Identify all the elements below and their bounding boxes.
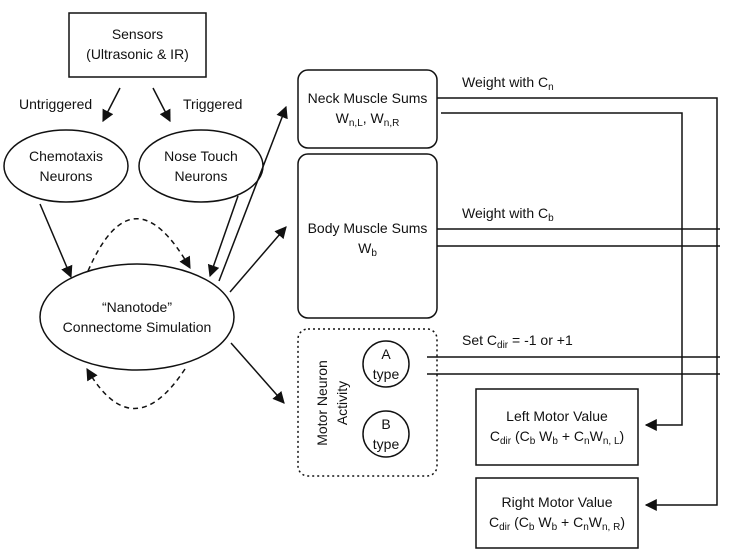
arrow-nanotode-to-neck (218, 105, 288, 282)
nose-touch-label: Nose Touch Neurons (149, 146, 253, 186)
a-type-node (362, 340, 410, 388)
arrow-sensors-to-chemotaxis (102, 87, 121, 123)
motor-neuron-activity-group (297, 328, 438, 477)
wire-neck-upper-to-right-motor (437, 97, 718, 511)
a-type-label: A type (361, 344, 411, 384)
neck-muscle-title: Neck Muscle Sums (307, 90, 428, 106)
b-type-label: B type (361, 414, 411, 454)
nanotode-line1: “Nanotode” (101, 299, 173, 315)
neck-muscle-label: Neck Muscle Sums Wn,L, Wn,R (298, 88, 437, 134)
b-type-node (362, 410, 410, 458)
body-muscle-title: Body Muscle Sums (307, 220, 428, 236)
neck-muscle-sums-box (297, 69, 438, 149)
right-motor-value-box (475, 477, 639, 549)
nanotode-label: “Nanotode” Connectome Simulation (50, 297, 224, 337)
nanotode-simulation-node (39, 263, 235, 371)
neck-muscle-formula: Wn,L, Wn,R (335, 110, 400, 129)
untriggered-label: Untriggered (19, 96, 93, 112)
body-muscle-sums-box (297, 153, 438, 319)
body-muscle-formula: Wb (358, 240, 377, 259)
left-motor-value-box (475, 388, 639, 466)
right-motor-label: Right Motor Value Cdir (Cb Wb + CnWn, R) (476, 492, 638, 538)
arrow-nanotode-to-motor-activity (230, 342, 285, 404)
nose-touch-line1: Nose Touch (164, 148, 238, 164)
motor-neuron-activity-label: Motor Neuron Activity (312, 343, 352, 463)
right-motor-formula: Cdir (Cb Wb + CnWn, R) (488, 514, 626, 533)
chemotaxis-line1: Chemotaxis (29, 148, 103, 164)
left-motor-title: Left Motor Value (506, 408, 608, 424)
dashed-loop-bottom (86, 367, 186, 410)
triggered-label: Triggered (183, 96, 243, 112)
b-type-line1: B (381, 416, 391, 432)
a-type-line1: A (381, 346, 391, 362)
weight-cb-label: Weight with Cb (462, 205, 554, 224)
b-type-line2: type (372, 436, 400, 452)
body-muscle-label: Body Muscle Sums Wb (298, 218, 437, 264)
dashed-loop-top (87, 218, 191, 272)
nanotode-line2: Connectome Simulation (62, 319, 212, 335)
arrow-sensors-to-nose-touch (152, 87, 171, 123)
arrow-nose-touch-to-nanotode (207, 195, 239, 278)
sensors-box (68, 12, 207, 78)
a-type-line2: type (372, 366, 400, 382)
set-cdir-label: Set Cdir = -1 or +1 (462, 332, 573, 351)
motor-neuron-activity-line1: Motor Neuron (314, 360, 330, 446)
weight-cn-label: Weight with Cn (462, 74, 554, 93)
sensors-label: Sensors (Ultrasonic & IR) (69, 24, 206, 64)
chemotaxis-label: Chemotaxis Neurons (14, 146, 118, 186)
sensors-subtitle: (Ultrasonic & IR) (86, 46, 189, 62)
chemotaxis-neurons-node (3, 129, 129, 203)
arrow-nanotode-to-body (229, 226, 287, 293)
left-motor-formula: Cdir (Cb Wb + CnWn, L) (489, 428, 625, 447)
left-motor-label: Left Motor Value Cdir (Cb Wb + CnWn, L) (476, 406, 638, 452)
sensors-title: Sensors (111, 26, 164, 42)
wire-neck-lower-to-left-motor (441, 112, 683, 431)
nose-touch-line2: Neurons (174, 168, 228, 184)
chemotaxis-line2: Neurons (39, 168, 93, 184)
arrow-chemotaxis-to-nanotode (39, 203, 73, 279)
motor-neuron-activity-line2: Activity (334, 380, 350, 426)
right-motor-title: Right Motor Value (501, 494, 613, 510)
